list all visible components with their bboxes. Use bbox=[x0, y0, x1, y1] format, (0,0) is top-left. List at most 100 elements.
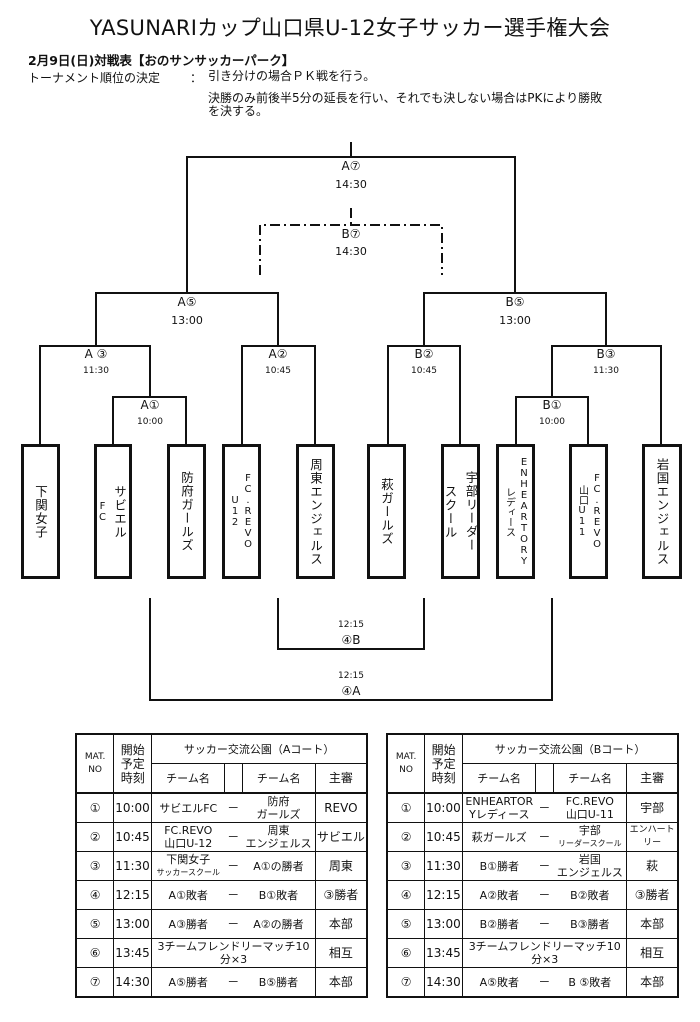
match-time-b7: 14:30 bbox=[335, 245, 367, 258]
vs-separator: － bbox=[224, 909, 243, 939]
mat-label: MAT. bbox=[84, 751, 106, 762]
match-no: ④ bbox=[75, 880, 115, 910]
team1-line1: A③勝者 bbox=[168, 917, 208, 931]
team1-line1: A②敗者 bbox=[479, 888, 519, 902]
team2-line1: B⑤勝者 bbox=[258, 975, 299, 989]
team2-line2: エンジェルス bbox=[556, 866, 623, 879]
team1-cell: B②勝者 bbox=[462, 909, 536, 939]
time-label: 時刻 bbox=[431, 770, 456, 785]
team2-line1: B ⑤敗者 bbox=[568, 975, 612, 989]
team2-line2: リーダースクール bbox=[558, 839, 622, 848]
team1-line2: 山口U-12 bbox=[164, 837, 213, 850]
team1-line1: 萩ガールズ bbox=[471, 830, 527, 844]
match-time-b5: 13:00 bbox=[499, 314, 531, 327]
table-row: ⑥ 13:45 3チームフレンドリーマッチ10分×3 相互 bbox=[386, 938, 679, 968]
match-no: ⑥ bbox=[75, 938, 115, 968]
team-box-xavier-fc: サビエル FC bbox=[94, 444, 132, 579]
match-label-b7: B⑦ bbox=[341, 227, 361, 241]
tournament-bracket bbox=[39, 142, 662, 701]
team2-header: チーム名 bbox=[241, 763, 316, 794]
match-label-b3: B③ bbox=[596, 347, 616, 361]
table-subheader-row: チーム名 チーム名 主審 bbox=[387, 763, 679, 794]
vs-header bbox=[535, 763, 554, 794]
table-row: ⑦ 14:30 A⑤勝者 － B⑤勝者 本部 bbox=[75, 967, 368, 998]
team-box-shimonoseki: 下関女子 bbox=[21, 444, 60, 579]
vs-header bbox=[223, 763, 243, 794]
team-name: FC.REVO bbox=[242, 473, 254, 550]
match-no: ⑤ bbox=[386, 909, 426, 939]
team-box-iwakuni-angels: 岩国エンジェルス bbox=[642, 444, 682, 579]
team2-cell: A①の勝者 bbox=[242, 851, 316, 881]
match-no: ⑤ bbox=[75, 909, 115, 939]
team1-line1: FC.REVO bbox=[164, 824, 213, 837]
match-time: 10:45 bbox=[113, 822, 153, 852]
start-time-header: 開始予定時刻 bbox=[424, 733, 464, 794]
referee: ③勝者 bbox=[314, 880, 368, 910]
match-label-a5: A⑤ bbox=[177, 295, 197, 309]
schedule-table-court-b: MAT.NO 開始予定時刻 サッカー交流公園（Bコート） チーム名 チーム名 主… bbox=[386, 733, 679, 998]
start-label: 開始 bbox=[431, 742, 456, 757]
b2-connector bbox=[387, 345, 461, 444]
table-row: ③ 11:30 下関女子サッカースクール － A①の勝者 周東 bbox=[75, 851, 368, 881]
team1-line1: 下関女子 bbox=[166, 853, 211, 866]
team1-cell: A②敗者 bbox=[462, 880, 536, 910]
match-no: ⑦ bbox=[386, 967, 426, 998]
team-box-fc-revo-u12: FC.REVO U12 bbox=[222, 444, 261, 579]
vs-separator: － bbox=[224, 880, 243, 910]
plan-label: 予定 bbox=[120, 756, 145, 771]
match-no: ④ bbox=[386, 880, 426, 910]
table-header-row: MAT.NO 開始予定時刻 サッカー交流公園（Bコート） bbox=[386, 733, 679, 794]
match-label-a4: ④A bbox=[341, 684, 361, 698]
final-connector bbox=[186, 156, 516, 293]
referee: 本部 bbox=[626, 909, 679, 939]
match-no: ⑥ bbox=[386, 938, 426, 968]
team-name-sub: スクール bbox=[442, 484, 458, 539]
schedule-subtitle: 2月9日(日)対戦表【おのサンサッカーパーク】 bbox=[28, 53, 295, 68]
match-no: ② bbox=[386, 822, 426, 852]
team1-line2: Yレディース bbox=[469, 808, 530, 821]
team-name: FC.REVO bbox=[591, 473, 603, 550]
mat-label: MAT. bbox=[395, 751, 417, 762]
table-row: ④ 12:15 A②敗者 － B②敗者 ③勝者 bbox=[386, 880, 679, 910]
team1-line1: B②勝者 bbox=[479, 917, 520, 931]
team2-cell: 岩国エンジェルス bbox=[553, 851, 628, 881]
team1-cell: A⑤敗者 bbox=[462, 967, 536, 998]
table-header-row: MAT.NO 開始予定時刻 サッカー交流公園（Aコート） bbox=[75, 733, 368, 794]
table-row: ⑤ 13:00 A③勝者 － A②の勝者 本部 bbox=[75, 909, 368, 939]
start-time-header: 開始予定時刻 bbox=[113, 733, 153, 794]
match-time: 11:30 bbox=[113, 851, 153, 881]
team1-line1: サビエルFC bbox=[159, 801, 218, 815]
friendly-match-note: 3チームフレンドリーマッチ10分×3 bbox=[151, 938, 316, 968]
match-time-a3: 11:30 bbox=[83, 366, 109, 376]
rules-colon: ： bbox=[190, 71, 203, 85]
table-row: ⑤ 13:00 B②勝者 － B③勝者 本部 bbox=[386, 909, 679, 939]
team-name: 周東エンジェルス bbox=[308, 457, 323, 566]
page-title: YASUNARIカップ山口県U-12女子サッカー選手権大会 bbox=[89, 16, 611, 40]
referee: REVO bbox=[314, 792, 368, 823]
team1-line2: サッカースクール bbox=[156, 868, 221, 877]
referee: 本部 bbox=[626, 967, 679, 998]
match-time-b2: 10:45 bbox=[411, 366, 437, 376]
match-label-a3: A ③ bbox=[84, 347, 108, 361]
team2-line1: 防府 bbox=[267, 795, 290, 808]
court-header: サッカー交流公園（Bコート） bbox=[462, 733, 679, 764]
team1-line1: A①敗者 bbox=[168, 888, 208, 902]
referee-header: 主審 bbox=[314, 763, 368, 794]
team2-cell: B⑤勝者 bbox=[242, 967, 316, 998]
team-box-hofu-girls: 防府ガールズ bbox=[167, 444, 206, 579]
team1-cell: B①勝者 bbox=[462, 851, 536, 881]
match-label-a1: A① bbox=[140, 398, 160, 412]
team1-cell: サビエルFC bbox=[151, 792, 225, 823]
third-place-connector bbox=[259, 224, 443, 275]
court-header: サッカー交流公園（Aコート） bbox=[151, 733, 368, 764]
referee: ③勝者 bbox=[626, 880, 679, 910]
b3-connector bbox=[551, 345, 662, 444]
team-box-shuto-angels: 周東エンジェルス bbox=[296, 444, 335, 579]
match-label-b1: B① bbox=[542, 398, 562, 412]
referee: サビエル bbox=[314, 822, 368, 852]
referee: 宇部 bbox=[626, 792, 679, 823]
team2-line1: B①敗者 bbox=[258, 888, 299, 902]
